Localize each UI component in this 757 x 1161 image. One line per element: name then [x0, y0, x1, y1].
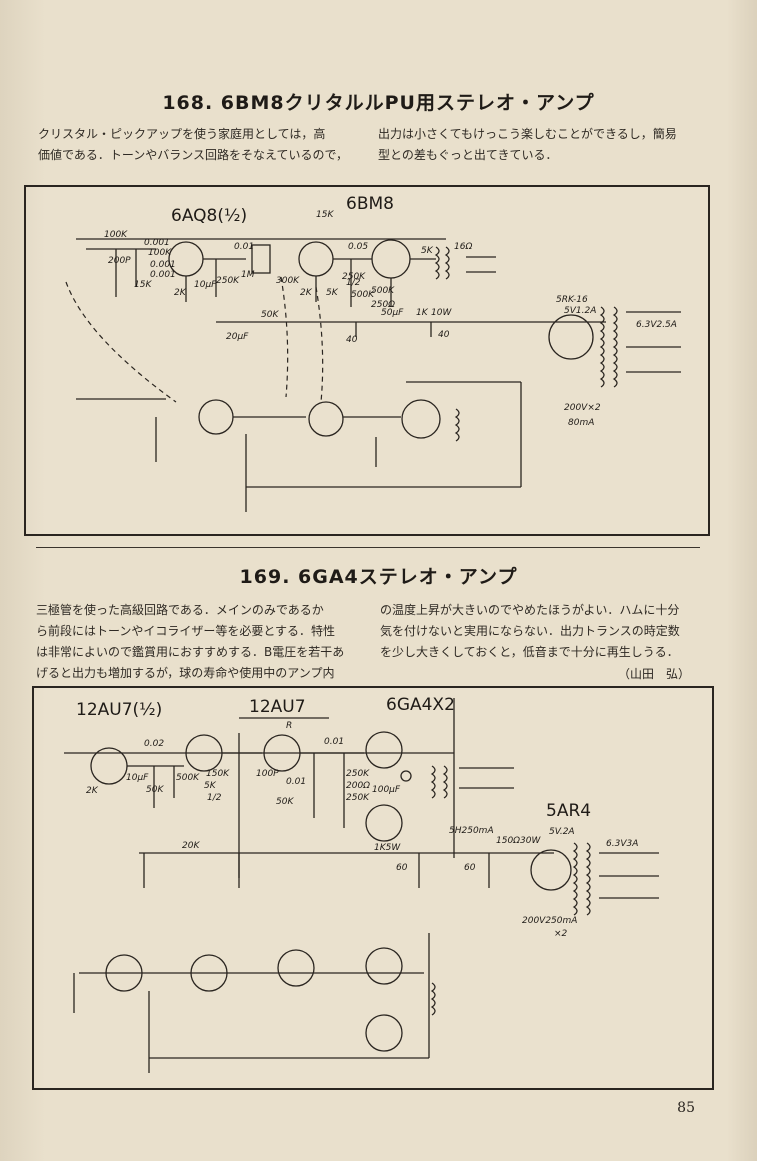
transformer-rating-2: 80mA [568, 418, 594, 428]
component-value-label: 5K [421, 246, 434, 256]
transformer-rating-1: 200V×2 [564, 403, 601, 413]
component-value-label: 250K [346, 793, 370, 803]
page-number: 85 [677, 1100, 695, 1116]
component-value-label: 250K [346, 769, 370, 779]
transformer-rating-1: 200V250mA [522, 916, 577, 926]
section-divider [36, 547, 700, 548]
tube-label-6aq8: 6AQ8(½) [171, 206, 247, 226]
component-value-label: 0.001 [150, 260, 176, 270]
author-credit: （山田 弘） [618, 667, 691, 681]
component-value-label: 10μF [194, 280, 217, 290]
component-value-label: 250K [342, 272, 366, 282]
component-value-label: 0.01 [286, 777, 306, 787]
rectifier-rating: 5V1.2A [564, 306, 596, 316]
text-line: は非常によいので鑑賞用におすすめする．B電圧を若干あ [36, 645, 345, 659]
rectifier-label-5ar4: 5AR4 [546, 801, 591, 821]
component-value-label: 0.01 [234, 242, 254, 252]
schematic-169-svg: 12AU7(½) 12AU7 6GA4X2 5AR4 5V.2A 6.3V3A … [64, 695, 659, 1073]
heater-label: 6.3V2.5A [636, 320, 677, 330]
component-value-label: 100P [256, 769, 279, 779]
component-value-label: 0.001 [150, 270, 176, 280]
component-value-label: 0.001 [144, 238, 170, 248]
component-value-label: 200P [108, 256, 131, 266]
component-value-label: 250K [216, 276, 240, 286]
component-value-label: 16Ω [454, 242, 472, 252]
component-value-label: 20μF [226, 332, 249, 342]
component-value-label: 300K [276, 276, 300, 286]
heater-label: 6.3V3A [606, 839, 638, 849]
component-labels-169: 0.02 500K 10μF 50K 2K 5K 150K 1/2 R 100P 0.01 50K 0.… [86, 721, 476, 873]
component-value-label: 100μF [372, 785, 401, 795]
component-value-label: 2K [300, 288, 313, 298]
component-value-label: 500K [176, 773, 200, 783]
component-value-label: 50μF [381, 308, 404, 318]
rectifier-rating: 5V.2A [549, 827, 575, 837]
component-value-label: 15K [134, 280, 152, 290]
component-value-label: 100K [104, 230, 128, 240]
text-line: げると出力も増加するが，球の寿命や使用中のアンプ内 [36, 666, 335, 680]
component-value-label: 60 [396, 863, 408, 873]
component-value-label: 500K [371, 286, 395, 296]
transformer-rating-2: ×2 [554, 929, 568, 939]
component-value-label: 60 [464, 863, 476, 873]
component-value-label: 5K [204, 781, 217, 791]
component-value-label: 50K [261, 310, 279, 320]
tube-label-12au7-half: 12AU7(½) [76, 700, 162, 720]
component-value-label: 250Ω [371, 300, 395, 310]
section-169-text-left: 三極管を使った高級回路である．メインのみであるか ら前段にはトーンやイコライザー… [36, 600, 356, 684]
resistor-label: 150Ω30W [496, 836, 542, 846]
component-value-label: 1M [241, 270, 255, 280]
component-value-label: 0.05 [348, 242, 368, 252]
component-value-label: 40 [438, 330, 450, 340]
component-value-label: 10μF [126, 773, 149, 783]
component-value-label: 5K [326, 288, 339, 298]
text-line: 型との差もぐっと出てきている． [378, 148, 558, 162]
component-value-label: R [286, 721, 292, 731]
text-line: の温度上昇が大きいのでやめたほうがよい．ハムに十分 [380, 603, 680, 617]
section-169-text-right: の温度上昇が大きいのでやめたほうがよい．ハムに十分 気を付けないと実用にならない… [380, 600, 710, 663]
component-value-label: 2K [86, 786, 99, 796]
tube-label-6bm8: 6BM8 [346, 194, 394, 214]
component-value-label: 1/2 [207, 793, 222, 803]
tube-label-6ga4: 6GA4X2 [386, 695, 455, 715]
component-value-label: 10W [431, 308, 452, 318]
section-168-heading: 168. 6BM8クリタルルPU用ステレオ・アンプ [162, 92, 595, 114]
component-value-label: 15K [316, 210, 334, 220]
schematic-169: 12AU7(½) 12AU7 6GA4X2 5AR4 5V.2A 6.3V3A … [32, 686, 714, 1090]
component-value-label: 100K [148, 248, 172, 258]
component-value-label: 150K [206, 769, 230, 779]
schematic-168: 6AQ8(½) 6BM8 5RK-16 5V1.2A 6.3V2.5A 200V… [24, 185, 710, 536]
text-line: クリスタル・ピックアップを使う家庭用としては，高 [38, 127, 326, 141]
tube-label-12au7: 12AU7 [249, 697, 306, 717]
text-line: ら前段にはトーンやイコライザー等を必要とする．特性 [36, 624, 336, 638]
component-value-label: 50K [146, 785, 164, 795]
schematic-168-svg: 6AQ8(½) 6BM8 5RK-16 5V1.2A 6.3V2.5A 200V… [65, 194, 681, 512]
choke-label: 5H250mA [449, 826, 494, 836]
rectifier-label: 5RK-16 [556, 295, 588, 305]
section-168-text-left: クリスタル・ピックアップを使う家庭用としては，高 価値である．トーンやバランス回… [38, 124, 358, 166]
component-value-label: 0.02 [144, 739, 164, 749]
component-value-label: 500K [351, 290, 375, 300]
component-value-label: 0.01 [324, 737, 344, 747]
component-value-label: 1K5W [374, 843, 401, 853]
component-value-label: 40 [346, 335, 358, 345]
text-line: 価値である．トーンやバランス回路をそなえているので， [38, 148, 348, 162]
component-value-label: 1/2 [346, 278, 361, 288]
text-line: 出力は小さくてもけっこう楽しむことができるし，簡易 [378, 127, 677, 141]
text-line: 気を付けないと実用にならない．出力トランスの時定数 [380, 624, 680, 638]
component-value-label: 50K [276, 797, 294, 807]
component-value-label: 20K [182, 841, 200, 851]
text-line: 三極管を使った高級回路である．メインのみであるか [36, 603, 324, 617]
section-168-text-right: 出力は小さくてもけっこう楽しむことができるし，簡易 型との差もぐっと出てきている… [378, 124, 708, 166]
component-value-label: 200Ω [346, 781, 370, 791]
section-169-heading: 169. 6GA4ステレオ・アンプ [239, 566, 518, 588]
text-line: を少し大きくしておくと，低音まで十分に再生しうる． [380, 645, 679, 659]
component-value-label: 2K [174, 288, 187, 298]
component-value-label: 1K [416, 308, 429, 318]
